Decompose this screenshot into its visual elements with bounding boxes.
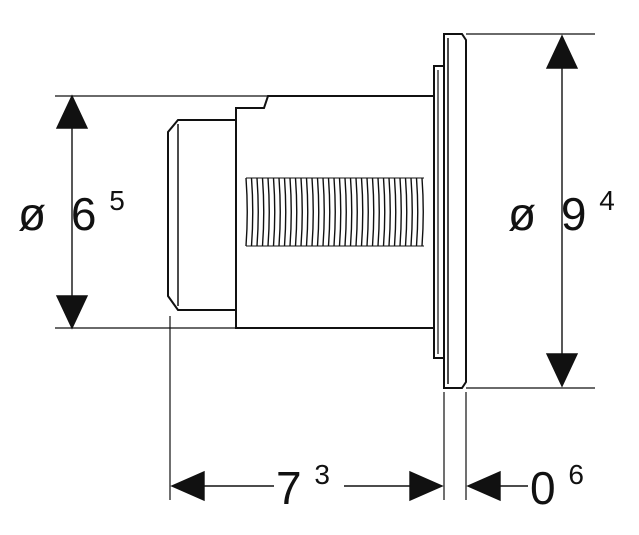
left-diameter-prefix: ø bbox=[18, 188, 46, 240]
arrow-left-top bbox=[55, 94, 89, 129]
arrow-thickness bbox=[466, 470, 501, 502]
thickness-main: 0 bbox=[530, 462, 556, 514]
arrow-left-bottom bbox=[55, 295, 89, 330]
arrow-length-right bbox=[409, 470, 444, 502]
thread-pattern bbox=[245, 177, 424, 247]
thickness-label: 0 6 bbox=[530, 459, 584, 514]
arrow-length-left bbox=[170, 470, 205, 502]
thickness-superscript: 6 bbox=[568, 459, 584, 490]
length-superscript: 3 bbox=[314, 459, 330, 490]
left-diameter-label: ø 6 5 bbox=[18, 185, 125, 240]
dimension-labels: ø 6 5 ø 9 4 7 3 0 6 bbox=[18, 185, 615, 514]
right-diameter-prefix: ø bbox=[508, 188, 536, 240]
thread-ridges bbox=[245, 177, 424, 247]
thread-boundary bbox=[246, 177, 424, 247]
right-diameter-superscript: 4 bbox=[599, 185, 615, 216]
part-outline bbox=[167, 33, 467, 389]
flange-ring bbox=[433, 65, 445, 359]
dimension-lines bbox=[55, 34, 579, 502]
arrow-right-top bbox=[545, 34, 579, 69]
length-main: 7 bbox=[276, 462, 302, 514]
left-diameter-main: 6 bbox=[71, 188, 97, 240]
arrow-right-bottom bbox=[545, 353, 579, 388]
flange-plate bbox=[443, 33, 467, 389]
left-diameter-superscript: 5 bbox=[109, 185, 125, 216]
length-label: 7 3 bbox=[276, 459, 330, 514]
right-diameter-main: 9 bbox=[561, 188, 587, 240]
extension-lines bbox=[55, 33, 595, 500]
right-diameter-label: ø 9 4 bbox=[508, 185, 615, 240]
